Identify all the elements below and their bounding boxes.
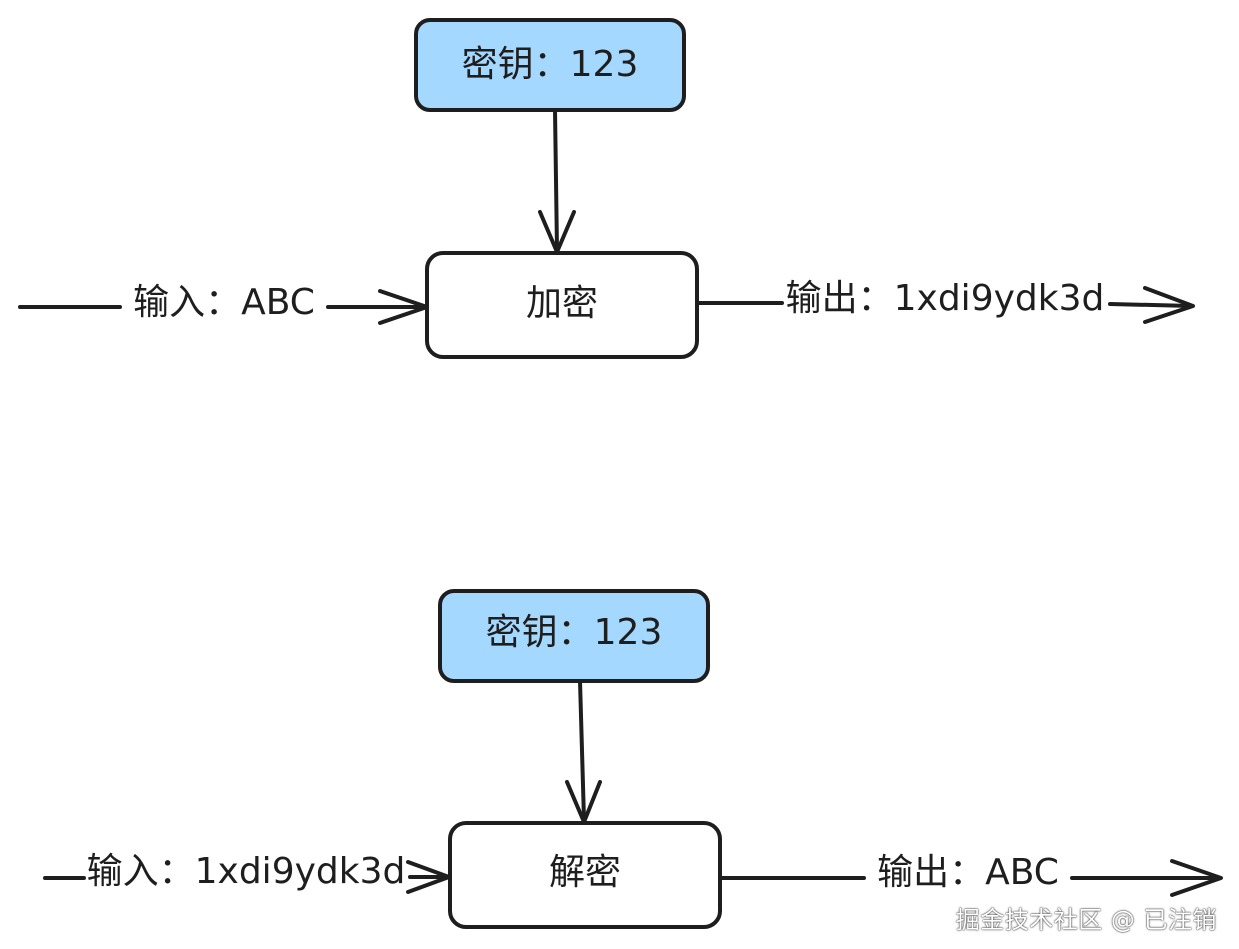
decrypt-key-arrow (565, 679, 602, 824)
encrypt-key-label: 密钥：123 (462, 44, 639, 85)
decrypt-key-node[interactable]: 密钥：123 (438, 589, 710, 683)
decrypt-output-arrow: 输出：ABC (720, 852, 1223, 897)
watermark: 掘金技术社区 @ 已注销 (955, 906, 1217, 934)
decrypt-key-box (438, 589, 710, 683)
decrypt-input-label: 输入：1xdi9ydk3d (87, 851, 406, 892)
encrypt-process-node[interactable]: 加密 (425, 251, 699, 359)
encrypt-key-arrow (538, 108, 576, 254)
encrypt-key-node[interactable]: 密钥：123 (414, 18, 686, 112)
decrypt-section: 密钥：123 解密 输入：1xdi9ydk3d 输出：ABC (43, 589, 1223, 929)
decrypt-input-arrow: 输入：1xdi9ydk3d (43, 851, 451, 894)
encrypt-input-label: 输入：ABC (133, 282, 315, 323)
decrypt-process-label: 解密 (549, 852, 621, 893)
encrypt-section: 密钥：123 加密 输入：ABC 输出：1xdi9ydk3d (18, 18, 1195, 359)
encrypt-output-arrow: 输出：1xdi9ydk3d (696, 278, 1195, 324)
decrypt-output-label: 输出：ABC (877, 852, 1059, 893)
encrypt-output-label: 输出：1xdi9ydk3d (786, 278, 1105, 319)
encrypt-process-label: 加密 (526, 283, 598, 324)
encrypt-key-box (414, 18, 686, 112)
decrypt-process-node[interactable]: 解密 (448, 821, 722, 929)
decrypt-key-label: 密钥：123 (486, 612, 663, 653)
encrypt-input-arrow: 输入：ABC (18, 282, 429, 325)
decrypt-process-box (448, 821, 722, 929)
